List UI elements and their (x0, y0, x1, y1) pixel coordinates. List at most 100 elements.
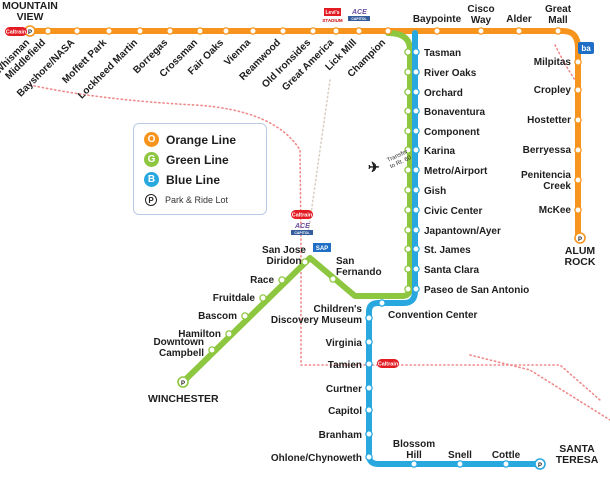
station-marker (278, 276, 286, 284)
legend-green-label: Green Line (166, 152, 229, 167)
orange-line-badge: O (144, 132, 159, 147)
station-label: Curtner (326, 384, 362, 395)
station-marker (477, 27, 485, 35)
station-label: Snell (448, 450, 472, 461)
station-marker (412, 265, 420, 273)
station-label: Race (250, 275, 274, 286)
park-ride-icon (177, 376, 189, 388)
station-marker (574, 146, 582, 154)
station-marker (574, 86, 582, 94)
station-label: Paseo de San Antonio (424, 285, 529, 296)
station-label: Karina (424, 146, 456, 157)
station-marker (412, 206, 420, 214)
station-marker (44, 27, 52, 35)
station-marker (574, 206, 582, 214)
station-marker (404, 186, 412, 194)
station-marker (73, 27, 81, 35)
station-marker (502, 460, 510, 468)
airplane-icon: ✈ (368, 159, 380, 175)
ace-logo: ACE (351, 9, 367, 16)
station-marker (208, 346, 216, 354)
station-marker (456, 460, 464, 468)
station-marker (404, 285, 412, 293)
svg-text:STADIUM: STADIUM (322, 18, 342, 23)
station-marker (410, 460, 418, 468)
station-label: Metro/Airport (424, 166, 488, 177)
station-label: Convention Center (388, 310, 478, 321)
park-ride-letter: P (578, 237, 582, 243)
station-marker (365, 384, 373, 392)
station-marker (196, 27, 204, 35)
svg-text:ba: ba (581, 44, 591, 53)
station-label: Tamien (328, 360, 362, 371)
station-marker (222, 27, 230, 35)
station-marker (136, 27, 144, 35)
station-label: Ohlone/Chynoweth (271, 453, 362, 464)
station-label: Civic Center (424, 206, 482, 217)
commuter-rail-lines (29, 44, 610, 421)
station-marker (105, 27, 113, 35)
station-label: Cropley (534, 85, 572, 96)
station-marker (404, 265, 412, 273)
bart-logo: ba (578, 42, 594, 54)
station-label: Japantown/Ayer (424, 226, 501, 237)
station-marker (433, 27, 441, 35)
station-marker (574, 116, 582, 124)
station-label: McKee (539, 205, 572, 216)
caltrain-line (29, 84, 601, 401)
caltrain-logo: Caltrain (5, 27, 27, 36)
station-marker (412, 245, 420, 253)
station-marker (365, 430, 373, 438)
station-marker (365, 314, 373, 322)
station-marker (412, 48, 420, 56)
station-marker (404, 226, 412, 234)
station-label: Branham (319, 430, 362, 441)
legend-blue-label: Blue Line (166, 172, 221, 187)
park-ride-icon (574, 232, 586, 244)
station-marker (412, 226, 420, 234)
station-marker (554, 27, 562, 35)
legend-orange: O Orange Line (144, 132, 236, 147)
station-marker (309, 27, 317, 35)
terminal-label: WINCHESTER (148, 393, 219, 405)
legend-park-label: Park & Ride Lot (165, 195, 229, 205)
station-marker (365, 406, 373, 414)
caltrain-logo: Caltrain (377, 359, 399, 368)
station-marker (404, 88, 412, 96)
legend-orange-label: Orange Line (166, 132, 237, 147)
station-marker (404, 166, 412, 174)
station-marker (241, 312, 249, 320)
station-marker (412, 88, 420, 96)
capitol-corridor-text: CAPITOL (351, 17, 367, 21)
capitol-corridor-logo (348, 16, 370, 21)
station-marker (412, 186, 420, 194)
station-marker (412, 166, 420, 174)
station-marker (404, 107, 412, 115)
station-marker (355, 27, 363, 35)
station-marker (574, 58, 582, 66)
station-label: Orchard (424, 88, 463, 99)
blue-line-badge: B (144, 172, 159, 187)
station-marker (574, 176, 582, 184)
capitol-corridor-logo (291, 230, 313, 235)
station-label: Milpitas (534, 57, 572, 68)
station-label: St. James (424, 245, 471, 256)
caltrain-logo: Caltrain (291, 210, 313, 219)
station-marker (378, 299, 386, 307)
legend-green: G Green Line (144, 152, 229, 167)
park-ride-letter: P (28, 30, 32, 36)
logos: ✈CaltrainCaltrainCaltrainLevi'sSTADIUMAC… (5, 8, 594, 368)
caltrain-logo-text: Caltrain (6, 30, 27, 36)
caltrain-logo-text: Caltrain (292, 213, 313, 219)
legend-blue: B Blue Line (144, 172, 220, 187)
svg-text:Levi's: Levi's (326, 10, 340, 16)
